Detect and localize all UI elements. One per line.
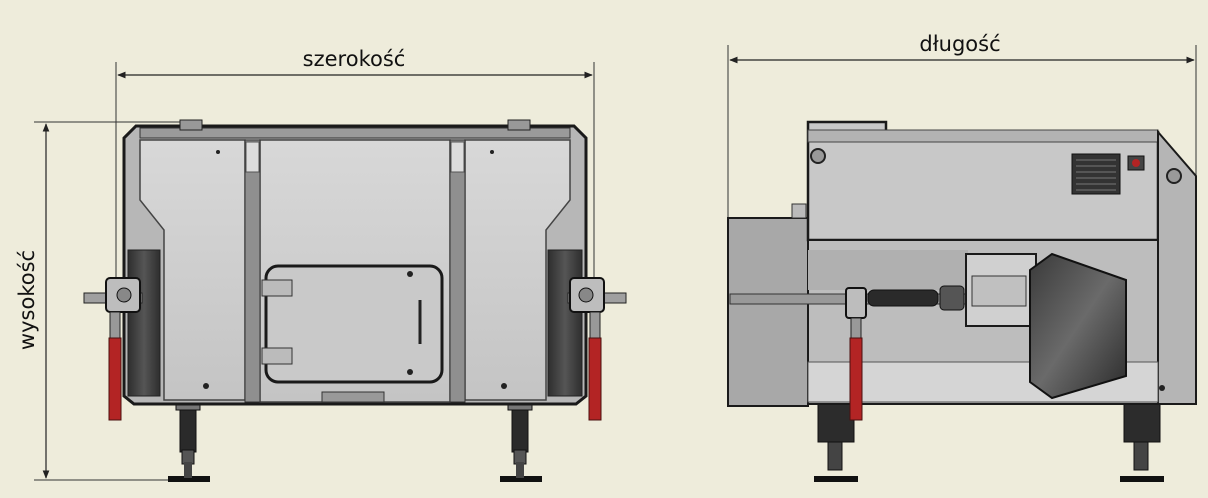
front-view: szerokość wysokość bbox=[15, 47, 627, 482]
width-dimension: szerokość bbox=[115, 47, 595, 300]
side-leg-right bbox=[1120, 403, 1164, 482]
front-leg-right bbox=[500, 399, 542, 482]
height-label: wysokość bbox=[15, 250, 39, 350]
front-handle-left bbox=[83, 277, 143, 421]
side-leg-left bbox=[814, 403, 858, 482]
front-leg-left bbox=[168, 399, 210, 482]
side-handle bbox=[845, 287, 867, 421]
vent-grille bbox=[1071, 153, 1121, 195]
height-dimension: wysokość bbox=[15, 121, 200, 481]
discharge-cone bbox=[1029, 252, 1127, 400]
width-label: szerokość bbox=[303, 47, 406, 71]
side-rear-block bbox=[727, 217, 809, 407]
length-label: długość bbox=[919, 32, 1000, 56]
inspection-hatch bbox=[264, 264, 444, 384]
front-handle-right bbox=[567, 277, 627, 421]
length-dimension: długość bbox=[727, 32, 1197, 220]
side-view: długość bbox=[727, 32, 1197, 482]
